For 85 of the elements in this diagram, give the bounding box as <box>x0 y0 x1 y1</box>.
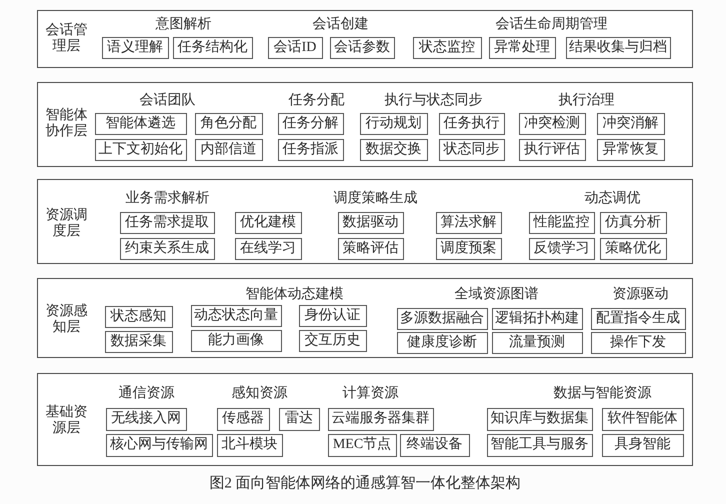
group-heading: 业务需求解析 <box>126 192 210 206</box>
module-box: 知识库与数据集 <box>486 408 592 430</box>
module-box: 算法求解 <box>436 212 502 234</box>
group-heading: 数据与智能资源 <box>554 386 652 400</box>
module-box: 状态同步 <box>438 138 504 160</box>
module-box: 交互历史 <box>298 330 366 352</box>
module-box: 任务结构化 <box>172 36 252 58</box>
layer-panel <box>37 373 693 466</box>
module-box: 性能监控 <box>528 212 594 234</box>
module-box: 在线学习 <box>234 238 302 260</box>
module-box: 异常处理 <box>488 36 556 58</box>
module-box: 内部信道 <box>194 138 262 160</box>
module-box: 身份认证 <box>298 304 366 326</box>
module-box: 会话ID <box>268 36 322 58</box>
group-heading: 资源驱动 <box>612 288 668 302</box>
module-box: 能力画像 <box>190 330 282 352</box>
module-box: 行动规划 <box>360 112 428 134</box>
group-heading: 通信资源 <box>118 386 174 400</box>
module-box: 逻辑拓扑构建 <box>492 308 582 330</box>
module-box: 北斗模块 <box>216 434 282 456</box>
layer-title: 资源调度层 <box>44 208 88 240</box>
module-box: 云端服务器集群 <box>328 408 434 430</box>
module-box: 流量预测 <box>492 332 582 354</box>
module-box: 策略优化 <box>600 238 666 260</box>
figure-caption: 图2 面向智能体网络的通感算智一体化整体架构 <box>209 476 521 492</box>
module-box: 会话参数 <box>330 36 394 58</box>
group-heading: 智能体动态建模 <box>246 288 344 302</box>
module-box: 任务分解 <box>278 112 344 134</box>
module-box: 仿真分析 <box>600 212 666 234</box>
module-box: 智能工具与服务 <box>486 434 592 456</box>
module-box: 多源数据融合 <box>396 308 488 330</box>
module-box: 雷达 <box>278 408 320 430</box>
module-box: MEC节点 <box>328 434 396 456</box>
module-box: 配置指令生成 <box>590 308 686 330</box>
module-box: 任务执行 <box>438 112 504 134</box>
layer-panel <box>37 278 693 358</box>
module-box: 冲突消解 <box>596 112 664 134</box>
layer-title: 基础资源层 <box>44 404 88 436</box>
layer-panel <box>37 179 693 264</box>
module-box: 冲突检测 <box>518 112 586 134</box>
group-heading: 执行治理 <box>558 94 614 108</box>
module-box: 智能体遴选 <box>94 112 186 134</box>
group-heading: 会话创建 <box>312 18 368 32</box>
module-box: 数据采集 <box>104 330 172 352</box>
module-box: 结果收集与归档 <box>566 36 670 58</box>
module-box: 执行评估 <box>518 138 586 160</box>
group-heading: 会话团队 <box>140 94 196 108</box>
module-box: 角色分配 <box>194 112 262 134</box>
module-box: 任务需求提取 <box>120 212 214 234</box>
group-heading: 会话生命周期管理 <box>496 18 608 32</box>
module-box: 状态感知 <box>104 306 172 328</box>
module-box: 具身智能 <box>602 434 684 456</box>
module-box: 异常恢复 <box>596 138 664 160</box>
layer-panel <box>37 10 693 68</box>
layer-panel <box>37 82 693 167</box>
group-heading: 动态调优 <box>584 192 640 206</box>
group-heading: 计算资源 <box>342 386 398 400</box>
module-box: 调度预案 <box>436 238 502 260</box>
module-box: 数据交换 <box>360 138 428 160</box>
layer-title: 资源感知层 <box>44 304 88 336</box>
module-box: 终端设备 <box>400 434 470 456</box>
group-heading: 任务分配 <box>288 94 344 108</box>
group-heading: 调度策略生成 <box>334 192 418 206</box>
group-heading: 意图解析 <box>156 18 212 32</box>
layer-title: 智能体协作层 <box>44 108 88 140</box>
layer-title: 会话管理层 <box>44 22 88 54</box>
module-box: 传感器 <box>216 408 270 430</box>
module-box: 策略评估 <box>338 238 404 260</box>
group-heading: 全域资源图谱 <box>454 288 538 302</box>
module-box: 上下文初始化 <box>94 138 186 160</box>
module-box: 约束关系生成 <box>120 238 214 260</box>
module-box: 健康度诊断 <box>396 332 488 354</box>
group-heading: 执行与状态同步 <box>384 94 482 108</box>
module-box: 优化建模 <box>234 212 302 234</box>
module-box: 核心网与传输网 <box>106 434 212 456</box>
group-heading: 感知资源 <box>232 386 288 400</box>
module-box: 反馈学习 <box>528 238 594 260</box>
module-box: 任务指派 <box>278 138 344 160</box>
module-box: 语义理解 <box>102 36 168 58</box>
module-box: 数据驱动 <box>338 212 404 234</box>
module-box: 动态状态向量 <box>190 304 282 326</box>
module-box: 状态监控 <box>412 36 482 58</box>
module-box: 操作下发 <box>590 332 686 354</box>
module-box: 无线接入网 <box>106 408 186 430</box>
module-box: 软件智能体 <box>602 408 684 430</box>
